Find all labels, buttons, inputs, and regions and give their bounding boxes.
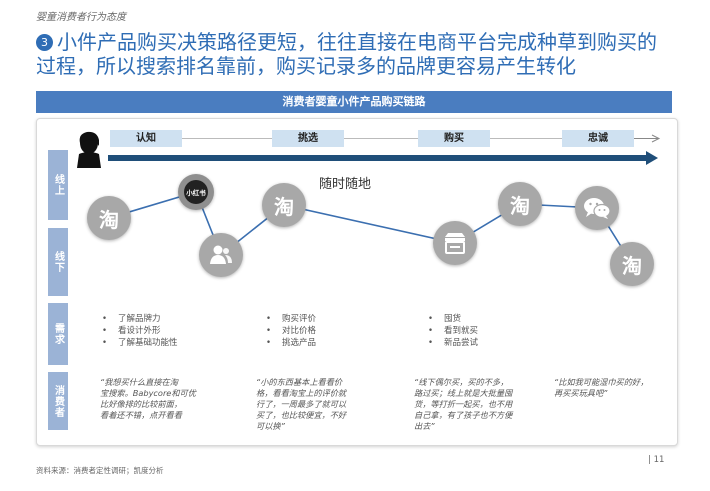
document-title: 婴童消费者行为态度 bbox=[36, 12, 126, 23]
list-item: 新品尝试 bbox=[428, 337, 478, 349]
stage-selection: 挑选 bbox=[272, 130, 344, 147]
people-icon bbox=[199, 233, 243, 277]
stage-awareness: 认知 bbox=[110, 130, 182, 147]
stage-purchase: 购买 bbox=[418, 130, 490, 147]
anytime-anywhere-label: 随时随地 bbox=[318, 177, 371, 192]
consumer-silhouette-icon bbox=[77, 131, 101, 168]
source-note: 资料来源：消费者定性调研；凯度分析 bbox=[36, 466, 164, 475]
needs-awareness: 了解品牌力 看设计外形 了解基础功能性 bbox=[102, 313, 178, 349]
journey-card bbox=[36, 118, 678, 446]
page-number: | 11 bbox=[648, 455, 665, 465]
list-item: 对比价格 bbox=[266, 325, 316, 337]
list-item: 购买评价 bbox=[266, 313, 316, 325]
stage-loyalty: 忠诚 bbox=[562, 130, 634, 147]
taobao-icon: 淘 bbox=[610, 242, 654, 286]
thin-arrowhead-icon bbox=[651, 134, 661, 143]
xiaohongshu-icon: 小红书 bbox=[178, 174, 214, 210]
row-label-consumer: 消费者 bbox=[48, 372, 68, 430]
point-number-badge: 3 bbox=[36, 34, 53, 51]
list-item: 了解品牌力 bbox=[102, 313, 178, 325]
list-item: 看设计外形 bbox=[102, 325, 178, 337]
list-item: 囤货 bbox=[428, 313, 478, 325]
row-label-needs: 需求 bbox=[48, 303, 68, 365]
timeline-bar bbox=[108, 155, 648, 161]
list-item: 看到就买 bbox=[428, 325, 478, 337]
taobao-icon: 淘 bbox=[498, 182, 542, 226]
quote-purchase: “线下偶尔买，买的不多，路过买；线上就是大批量囤货，等打折一起买，也不用自己拿，… bbox=[414, 377, 513, 431]
needs-purchase: 囤货 看到就买 新品尝试 bbox=[428, 313, 478, 349]
headline-line-1: 小件产品购买决策路径更短，往往直接在电商平台完成种草到购买的 bbox=[57, 30, 657, 54]
row-label-online: 线上 bbox=[48, 150, 68, 220]
timeline-arrowhead-icon bbox=[646, 151, 658, 165]
row-label-offline: 线下 bbox=[48, 228, 68, 296]
quote-awareness: “我想买什么直接在淘宝搜索。Babycore和可优比好像排的比较前面，看着还不错… bbox=[100, 377, 196, 420]
taobao-icon: 淘 bbox=[262, 183, 306, 227]
store-icon bbox=[433, 221, 477, 265]
wechat-icon bbox=[575, 186, 619, 230]
quote-selection: “小的东西基本上看看价格，看看淘宝上的评价就行了，一周最多了就可以买了，也比较便… bbox=[256, 377, 347, 431]
quote-loyalty: “比如我可能湿巾买的好，再买买玩具吧” bbox=[554, 377, 649, 398]
headline-line-2: 过程，所以搜索排名靠前，购买记录多的品牌更容易产生转化 bbox=[36, 54, 576, 78]
section-banner: 消费者婴童小件产品购买链路 bbox=[36, 91, 672, 113]
list-item: 了解基础功能性 bbox=[102, 337, 178, 349]
list-item: 挑选产品 bbox=[266, 337, 316, 349]
needs-selection: 购买评价 对比价格 挑选产品 bbox=[266, 313, 316, 349]
taobao-icon: 淘 bbox=[87, 196, 131, 240]
journey-arrows bbox=[108, 134, 661, 165]
